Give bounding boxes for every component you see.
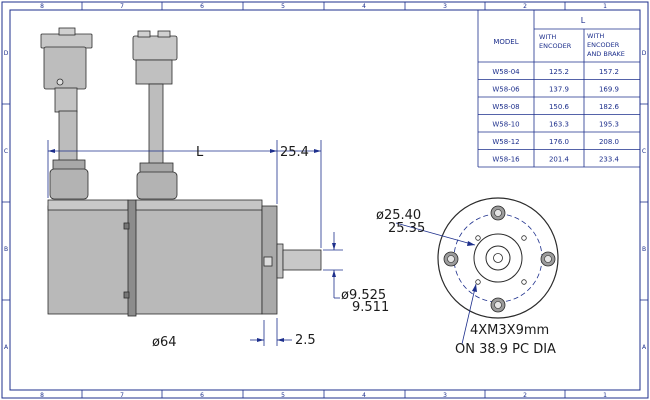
zone-label-bottom-4: 4 bbox=[362, 392, 366, 399]
side-dimensions bbox=[47, 140, 343, 346]
zone-label-bottom-5: 5 bbox=[281, 392, 285, 399]
zone-label-top-4: 4 bbox=[362, 3, 366, 10]
table-group-header: L bbox=[581, 16, 586, 25]
table-length-cell: 163.3 bbox=[549, 120, 569, 128]
connector-right bbox=[132, 30, 178, 200]
table-model-cell: W58-06 bbox=[492, 85, 520, 93]
table-length-cell: 233.4 bbox=[599, 155, 620, 163]
table-length-cell: 195.3 bbox=[599, 120, 619, 128]
table-length-cell: 125.2 bbox=[549, 68, 569, 76]
hole-spec-line2: ON 38.9 PC DIA bbox=[455, 342, 556, 357]
shaft-dia-min-label: 9.511 bbox=[352, 300, 389, 315]
zone-label-bottom-1: 1 bbox=[603, 392, 607, 399]
zone-label-left-C: C bbox=[4, 148, 8, 155]
zone-label-top-7: 7 bbox=[120, 3, 124, 10]
table-length-cell: 208.0 bbox=[599, 138, 619, 146]
table-length-cell: 182.6 bbox=[599, 103, 620, 111]
hole-spec-line1: 4XM3X9mm bbox=[470, 323, 549, 338]
table-col2-header-line1: WITH bbox=[587, 32, 604, 40]
table-length-cell: 150.6 bbox=[549, 103, 570, 111]
table-length-cell: 137.9 bbox=[549, 85, 569, 93]
zone-label-left-D: D bbox=[4, 50, 9, 57]
pilot-step-label: 2.5 bbox=[295, 333, 316, 348]
table-model-cell: W58-08 bbox=[492, 103, 519, 111]
mount-screw bbox=[490, 297, 506, 313]
table-col1-header-line1: WITH bbox=[539, 33, 556, 41]
zone-label-right-D: D bbox=[642, 50, 647, 57]
table-length-cell: 201.4 bbox=[549, 155, 570, 163]
length-dim-label: L bbox=[196, 145, 204, 160]
zone-label-top-2: 2 bbox=[523, 3, 527, 10]
zone-label-top-3: 3 bbox=[443, 3, 447, 10]
zone-label-bottom-6: 6 bbox=[200, 392, 204, 399]
mount-screw bbox=[443, 251, 459, 267]
table-length-cell: 176.0 bbox=[549, 138, 569, 146]
pilot-dia-min-label: 25.35 bbox=[388, 221, 425, 236]
table-model-cell: W58-10 bbox=[492, 120, 519, 128]
connector-left bbox=[40, 27, 93, 200]
table-col1-header-line2: ENCODER bbox=[539, 42, 572, 50]
zone-label-bottom-3: 3 bbox=[443, 392, 447, 399]
pilot-dia-max-label: ø25.40 bbox=[376, 208, 421, 223]
end-view bbox=[395, 197, 559, 345]
table-col2-header-line3: AND BRAKE bbox=[587, 50, 625, 58]
shaft-dia-max-label: ø9.525 bbox=[341, 288, 386, 303]
zone-label-top-5: 5 bbox=[281, 3, 285, 10]
zone-label-left-B: B bbox=[4, 246, 8, 253]
body-diameter-label: ø64 bbox=[152, 335, 177, 350]
table-length-cell: 169.9 bbox=[599, 85, 619, 93]
tapped-hole bbox=[521, 279, 527, 285]
zone-label-bottom-7: 7 bbox=[120, 392, 124, 399]
motor-body bbox=[47, 199, 322, 317]
zone-label-left-A: A bbox=[4, 344, 9, 351]
zone-label-top-6: 6 bbox=[200, 3, 204, 10]
mount-screw bbox=[540, 251, 556, 267]
zone-label-right-B: B bbox=[642, 246, 646, 253]
flange-offset-label: 25.4 bbox=[280, 145, 309, 160]
zone-label-bottom-2: 2 bbox=[523, 392, 527, 399]
table-col2-header-line2: ENCODER bbox=[587, 41, 620, 49]
table-model-cell: W58-04 bbox=[492, 68, 520, 76]
mount-screw bbox=[490, 205, 506, 221]
tapped-hole bbox=[475, 235, 481, 241]
table-model-header: MODEL bbox=[493, 38, 518, 46]
zone-label-bottom-8: 8 bbox=[40, 392, 44, 399]
zone-label-top-1: 1 bbox=[603, 3, 607, 10]
tapped-hole bbox=[521, 235, 527, 241]
table-model-cell: W58-16 bbox=[492, 155, 520, 163]
zone-label-top-8: 8 bbox=[40, 3, 44, 10]
length-table: L MODEL WITH ENCODER WITH ENCODER AND BR… bbox=[477, 10, 640, 168]
zone-label-right-A: A bbox=[642, 344, 647, 351]
table-model-cell: W58-12 bbox=[492, 138, 519, 146]
tapped-hole bbox=[475, 279, 481, 285]
table-length-cell: 157.2 bbox=[599, 68, 619, 76]
zone-label-right-C: C bbox=[642, 148, 646, 155]
